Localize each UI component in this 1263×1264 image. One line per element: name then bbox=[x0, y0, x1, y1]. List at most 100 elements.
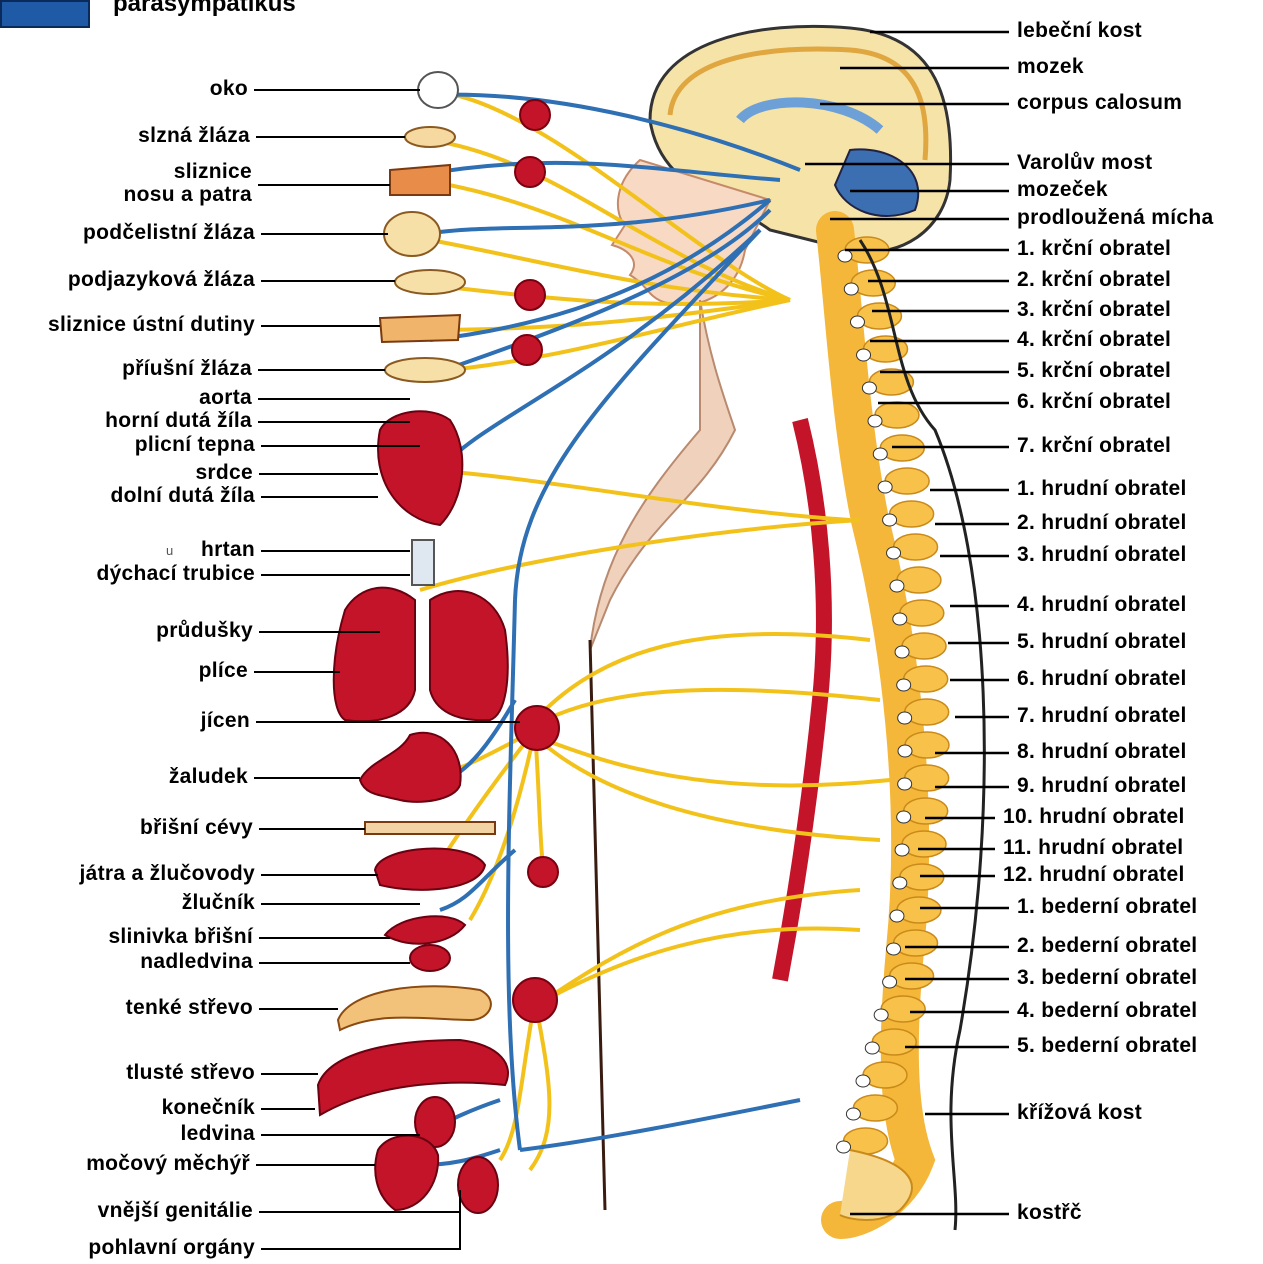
front-body-line bbox=[590, 640, 605, 1210]
sympathetic-nerve-11 bbox=[535, 690, 880, 725]
label-corpus: corpus calosum bbox=[1017, 92, 1182, 114]
label-tenke: tenké střevo bbox=[126, 997, 253, 1019]
spinal-foramen-24 bbox=[874, 1009, 888, 1021]
large-intestine bbox=[318, 1040, 508, 1115]
ganglion-4 bbox=[512, 335, 542, 365]
label-pohlavni: pohlavní orgány bbox=[88, 1237, 255, 1259]
label-lebecni: lebeční kost bbox=[1017, 20, 1142, 42]
abdominal-vessels bbox=[365, 822, 495, 834]
label-t1: 1. hrudní obratel bbox=[1017, 478, 1187, 500]
liver-organ bbox=[375, 849, 485, 890]
label-jatra: játra a žlučovody bbox=[80, 863, 256, 885]
spinal-foramen-22 bbox=[887, 943, 901, 955]
spinal-foramen-10 bbox=[887, 547, 901, 559]
organs bbox=[318, 72, 508, 1213]
label-horni_duta: horní dutá žíla bbox=[105, 410, 252, 432]
sympathetic-nerve-7 bbox=[430, 300, 790, 372]
sympathetic-nerve-15 bbox=[545, 928, 860, 1000]
label-c1: 1. krční obratel bbox=[1017, 238, 1171, 260]
label-t10: 10. hrudní obratel bbox=[1003, 806, 1185, 828]
label-priusni: příušní žláza bbox=[122, 358, 252, 380]
parotid-gland bbox=[385, 358, 465, 382]
trachea-organ bbox=[412, 540, 434, 585]
label-dolni_duta: dolní dutá žíla bbox=[111, 485, 256, 507]
bladder-organ bbox=[375, 1136, 438, 1210]
label-podcelistni: podčelistní žláza bbox=[83, 222, 255, 244]
label-konecnik: konečník bbox=[162, 1097, 255, 1119]
genital-organ bbox=[458, 1157, 498, 1213]
label-slzna: slzná žláza bbox=[138, 125, 250, 147]
small-intestine bbox=[338, 986, 491, 1030]
label-kostrc: kostřč bbox=[1017, 1202, 1082, 1224]
spinal-foramen-18 bbox=[897, 811, 911, 823]
label-mocovy: močový měchýř bbox=[86, 1153, 250, 1175]
label-l4: 4. bederní obratel bbox=[1017, 1000, 1197, 1022]
sympathetic-nerve-17 bbox=[535, 730, 545, 875]
label-ledvina: ledvina bbox=[181, 1123, 255, 1145]
label-zaludek: žaludek bbox=[169, 766, 248, 788]
oral-mucosa bbox=[380, 315, 460, 342]
spinal-foramen-27 bbox=[846, 1108, 860, 1120]
label-l3: 3. bederní obratel bbox=[1017, 967, 1197, 989]
ganglion-6 bbox=[528, 857, 558, 887]
spinal-foramen-26 bbox=[856, 1075, 870, 1087]
left-lung bbox=[334, 588, 415, 722]
spinal-foramen-19 bbox=[895, 844, 909, 856]
label-t8: 8. hrudní obratel bbox=[1017, 741, 1187, 763]
label-aorta: aorta bbox=[199, 387, 252, 409]
submandibular-gland bbox=[384, 212, 440, 256]
label-c3: 3. krční obratel bbox=[1017, 299, 1171, 321]
spinal-foramen-5 bbox=[862, 382, 876, 394]
spinal-foramen-13 bbox=[895, 646, 909, 658]
label-mozek: mozek bbox=[1017, 56, 1084, 78]
label-tluste: tlusté střevo bbox=[126, 1062, 255, 1084]
spinal-foramen-8 bbox=[878, 481, 892, 493]
ganglion-5 bbox=[515, 706, 559, 750]
label-t4: 4. hrudní obratel bbox=[1017, 594, 1187, 616]
adrenal-organ bbox=[410, 945, 450, 971]
spinal-foramen-3 bbox=[850, 316, 864, 328]
spinal-foramen-28 bbox=[837, 1141, 851, 1153]
label-sliznice2: nosu a patra bbox=[124, 184, 252, 206]
label-mozecek: mozeček bbox=[1017, 179, 1108, 201]
spinal-foramen-9 bbox=[883, 514, 897, 526]
spinal-foramen-14 bbox=[897, 679, 911, 691]
ganglion-3 bbox=[515, 280, 545, 310]
spinal-foramen-21 bbox=[890, 910, 904, 922]
spinal-foramen-20 bbox=[893, 877, 907, 889]
label-srdce: srdce bbox=[195, 462, 253, 484]
label-vnejsi: vnější genitálie bbox=[98, 1200, 253, 1222]
label-t2: 2. hrudní obratel bbox=[1017, 512, 1187, 534]
leader-pohlavni bbox=[261, 1190, 460, 1249]
label-prudusky: průdušky bbox=[156, 620, 253, 642]
lacrimal-gland bbox=[405, 127, 455, 147]
label-t6: 6. hrudní obratel bbox=[1017, 668, 1187, 690]
spinal-foramen-15 bbox=[898, 712, 912, 724]
label-c7: 7. krční obratel bbox=[1017, 435, 1171, 457]
label-t3: 3. hrudní obratel bbox=[1017, 544, 1187, 566]
ganglion-7 bbox=[513, 978, 557, 1022]
spinal-foramen-12 bbox=[893, 613, 907, 625]
label-l1: 1. bederní obratel bbox=[1017, 896, 1197, 918]
spinal-foramen-7 bbox=[873, 448, 887, 460]
eye-organ bbox=[418, 72, 458, 108]
label-t5: 5. hrudní obratel bbox=[1017, 631, 1187, 653]
stomach-organ bbox=[360, 733, 461, 802]
label-plicni_tepna: plicní tepna bbox=[135, 434, 255, 456]
label-c5: 5. krční obratel bbox=[1017, 360, 1171, 382]
sympathetic-nerve-14 bbox=[545, 890, 860, 1000]
label-l2: 2. bederní obratel bbox=[1017, 935, 1197, 957]
label-plice: plíce bbox=[199, 660, 248, 682]
ganglion-2 bbox=[515, 157, 545, 187]
label-dychaci: dýchací trubice bbox=[96, 563, 255, 585]
label-t11: 11. hrudní obratel bbox=[1003, 837, 1183, 859]
label-c4: 4. krční obratel bbox=[1017, 329, 1171, 351]
parasympathetic-nerve-7 bbox=[520, 1100, 800, 1150]
label-brisni_cevy: břišní cévy bbox=[140, 817, 253, 839]
spine bbox=[835, 230, 949, 1220]
spinal-foramen-6 bbox=[868, 415, 882, 427]
spinal-foramen-2 bbox=[844, 283, 858, 295]
spinal-foramen-11 bbox=[890, 580, 904, 592]
spinal-foramen-1 bbox=[838, 250, 852, 262]
